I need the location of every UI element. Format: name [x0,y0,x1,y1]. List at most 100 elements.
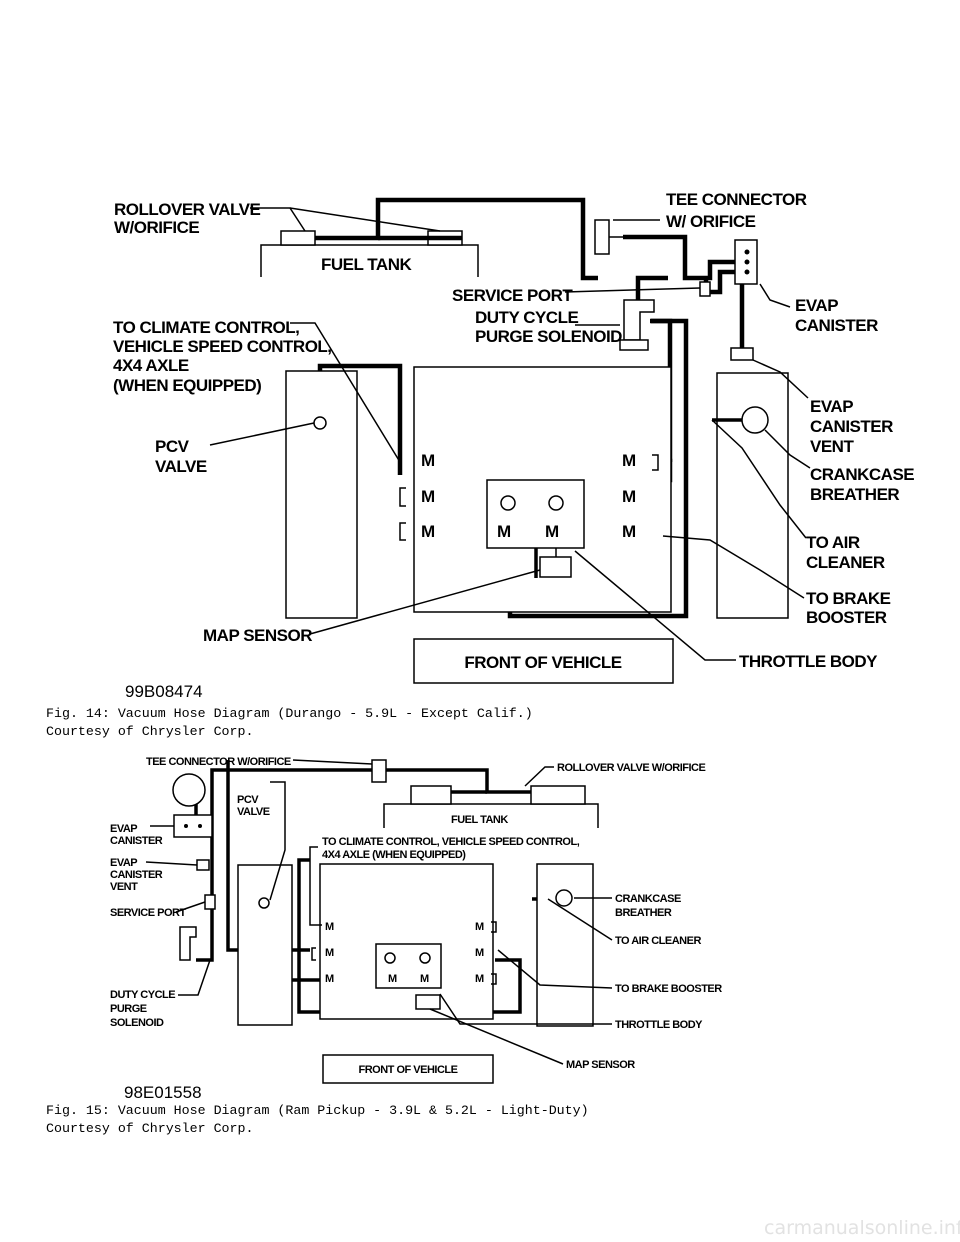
fig14-evap-canister [730,239,758,361]
fig15-throttle-body [375,943,442,989]
fig14-tee-connector [594,219,623,255]
fig14-label-throttle-body: THROTTLE BODY [739,652,878,671]
fig14-label-climate-line2: VEHICLE SPEED CONTROL, [113,337,332,356]
fig14-label-breather-line1: CRANKCASE [810,465,914,484]
figure-15-diagram: FUEL TANK [110,756,723,1102]
fig15-label-pcv-line1: PCV [237,794,259,806]
fig14-label-vent-line2: CANISTER [810,417,893,436]
fig15-label-throttle-body: THROTTLE BODY [615,1019,703,1031]
fig15-label-climate-line2: 4X4 AXLE (WHEN EQUIPPED) [322,849,466,861]
fig15-front-of-vehicle-box [322,1054,494,1084]
svg-text:M: M [421,451,435,470]
fig14-label-evap-line2: CANISTER [795,316,878,335]
fig14-service-port [699,281,711,297]
fig15-label-duty-line2: PURGE [110,1003,147,1015]
fig14-leaders [209,207,811,661]
fig14-throttle-body [486,479,585,549]
fig14-label-pcv-line1: PCV [155,437,190,456]
fig15-caption: Fig. 15: Vacuum Hose Diagram (Ram Pickup… [46,1103,589,1118]
fig14-label-tee-line2: W/ ORIFICE [666,212,756,231]
fig15-label-brake-booster: TO BRAKE BOOSTER [615,983,722,995]
fig15-label-service-port: SERVICE PORT [110,907,186,919]
svg-text:M: M [475,947,484,959]
svg-text:M: M [622,451,636,470]
fig15-crankcase-breather [555,889,573,907]
fig14-label-tee-line1: TEE CONNECTOR [666,190,807,209]
fig14-pcv-valve [313,416,327,430]
fig15-label-front-of-vehicle: FRONT OF VEHICLE [359,1064,458,1076]
fig14-credit: Courtesy of Chrysler Corp. [46,724,253,739]
fig15-label-climate-line1: TO CLIMATE CONTROL, VEHICLE SPEED CONTRO… [322,836,580,848]
svg-text:M: M [622,522,636,541]
fig14-label-climate-line4: (WHEN EQUIPPED) [113,376,261,395]
fig15-label-fuel-tank: FUEL TANK [451,814,508,826]
fig14-label-map-sensor: MAP SENSOR [203,626,312,645]
fig15-label-rollover-valve: ROLLOVER VALVE W/ORIFICE [557,762,705,774]
fig15-label-pcv-line2: VALVE [237,806,270,818]
fig14-label-rollover-line1: ROLLOVER VALVE [114,200,260,219]
fig15-label-tee-connector: TEE CONNECTOR W/ORIFICE [146,756,291,768]
fig14-label-service-port: SERVICE PORT [452,286,573,305]
watermark: carmanualsonline.info [764,1217,960,1239]
fig14-label-duty-line1: DUTY CYCLE [475,308,578,327]
fig15-tee-and-canister [172,759,387,961]
fig14-label-aircleaner-line1: TO AIR [806,533,860,552]
fig14-map-sensor [539,556,572,578]
fig15-label-breather-line2: BREATHER [615,907,672,919]
fig14-port-markers: M M M M M M M M [399,451,659,541]
svg-text:M: M [497,522,511,541]
fig15-fuel-tank: FUEL TANK [383,785,599,828]
fig15-label-duty-line1: DUTY CYCLE [110,989,175,1001]
fig14-pcv-box [285,370,358,619]
svg-text:M: M [475,921,484,933]
fig14-label-breather-line2: BREATHER [810,485,899,504]
fig14-label-booster-line1: TO BRAKE [806,589,891,608]
fig15-pcv-box [237,864,293,1026]
fig15-label-vent-line3: VENT [110,881,138,893]
fig15-label-map-sensor: MAP SENSOR [566,1059,635,1071]
fig15-port-markers: M M M M M M M M [311,921,497,985]
fig14-label-booster-line2: BOOSTER [806,608,887,627]
fig15-code: 98E01558 [124,1083,202,1102]
fig14-label-climate-line3: 4X4 AXLE [113,356,189,375]
fig15-labels: TEE CONNECTOR W/ORIFICE ROLLOVER VALVE W… [110,756,723,1071]
figure-14-diagram: FUEL TANK [113,190,915,701]
fig15-label-vent-line2: CANISTER [110,869,163,881]
fig14-label-rollover-line2: W/ORIFICE [114,218,199,237]
fig15-credit: Courtesy of Chrysler Corp. [46,1121,253,1136]
fig14-label-pcv-line2: VALVE [155,457,207,476]
svg-text:M: M [421,522,435,541]
svg-text:M: M [325,947,334,959]
fig14-label-front-of-vehicle: FRONT OF VEHICLE [464,653,621,672]
svg-text:M: M [622,487,636,506]
fig14-front-of-vehicle-box [413,638,674,684]
fig15-label-evap-line2: CANISTER [110,835,163,847]
fig14-label-fuel-tank: FUEL TANK [321,255,412,274]
fig14-label-evap-line1: EVAP [795,296,838,315]
fig14-labels: ROLLOVER VALVE W/ORIFICE TEE CONNECTOR W… [113,190,915,671]
fig15-pcv-valve [258,897,270,909]
fig15-engine [319,863,494,1020]
svg-text:M: M [545,522,559,541]
fig15-breather-box [536,863,594,1027]
svg-text:M: M [325,921,334,933]
fig14-label-aircleaner-line2: CLEANER [806,553,885,572]
fig14-label-climate-line1: TO CLIMATE CONTROL, [113,318,299,337]
fig14-label-vent-line1: EVAP [810,397,853,416]
fig15-label-duty-line3: SOLENOID [110,1017,164,1029]
fig14-label-duty-line2: PURGE SOLENOID [475,327,622,346]
svg-text:M: M [325,973,334,985]
svg-text:M: M [388,973,397,985]
fig14-purge-solenoid [619,299,655,351]
fig14-code: 99B08474 [125,682,203,701]
fig15-map-sensor [415,994,441,1010]
fig15-leaders [145,759,613,1065]
fig14-label-vent-line3: VENT [810,437,854,456]
fig15-label-evap-line1: EVAP [110,823,137,835]
svg-text:M: M [475,973,484,985]
svg-text:M: M [421,487,435,506]
fig15-label-vent-line1: EVAP [110,857,137,869]
fig14-caption: Fig. 14: Vacuum Hose Diagram (Durango - … [46,706,533,721]
fig14-crankcase-breather [741,406,769,434]
